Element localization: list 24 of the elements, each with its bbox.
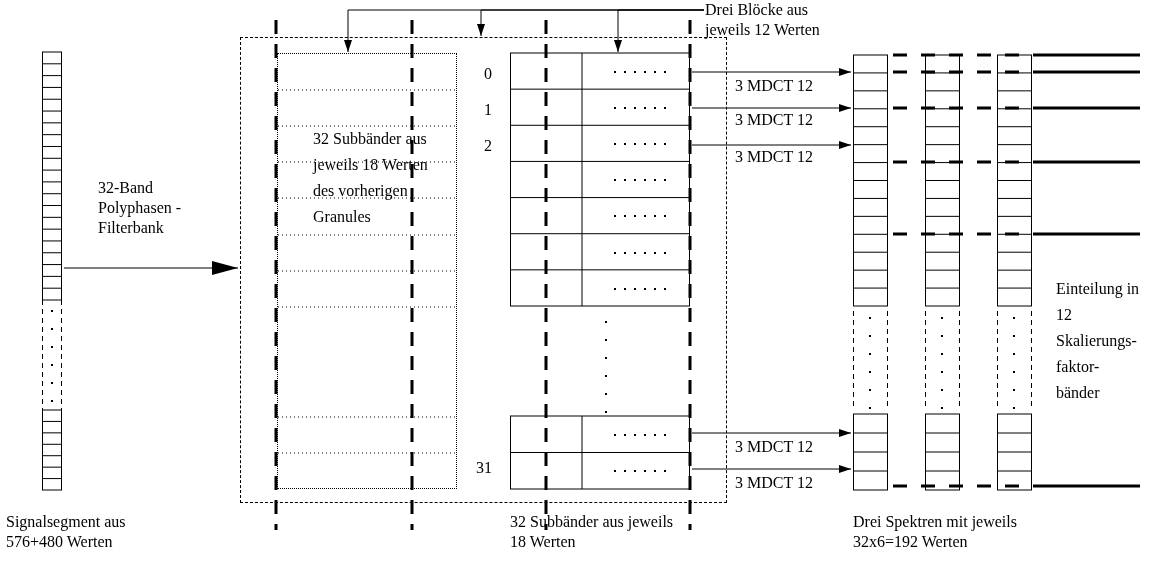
row-number: 1 [484,100,492,120]
filterbank-region [240,37,727,503]
arrow [691,465,852,473]
previous-granule-box [277,53,457,489]
row-number: 2 [484,136,492,156]
column-caption: Signalsegment aus 576+480 Werten [6,512,127,552]
subband-matrix [510,53,690,489]
arrow [691,68,852,76]
arrow [614,9,705,53]
spectrum-column [853,55,888,490]
column-caption: Drei Spektren mit jeweils 32x6=192 Werten [853,512,1018,552]
spectrum-column [997,55,1032,490]
column-caption: 32 Subbänder aus jeweils 18 Werten [510,512,675,552]
signal-segment-column [42,52,62,490]
spectrum-column [925,55,960,490]
row-number: 0 [484,64,492,84]
granule-description: 32 Subbänder aus jeweils 18 Werten des vorherigen Granules [313,129,429,227]
annotation-text: Einteilung in 12 Skalierungs- faktor- bänder [1056,279,1141,403]
annotation-text: Drei Blöcke aus jeweils 12 Werten [705,0,840,40]
arrow [691,429,852,437]
arrow [63,261,239,275]
arrow [691,141,852,149]
arrow [691,104,852,112]
row-number: 31 [476,458,492,478]
